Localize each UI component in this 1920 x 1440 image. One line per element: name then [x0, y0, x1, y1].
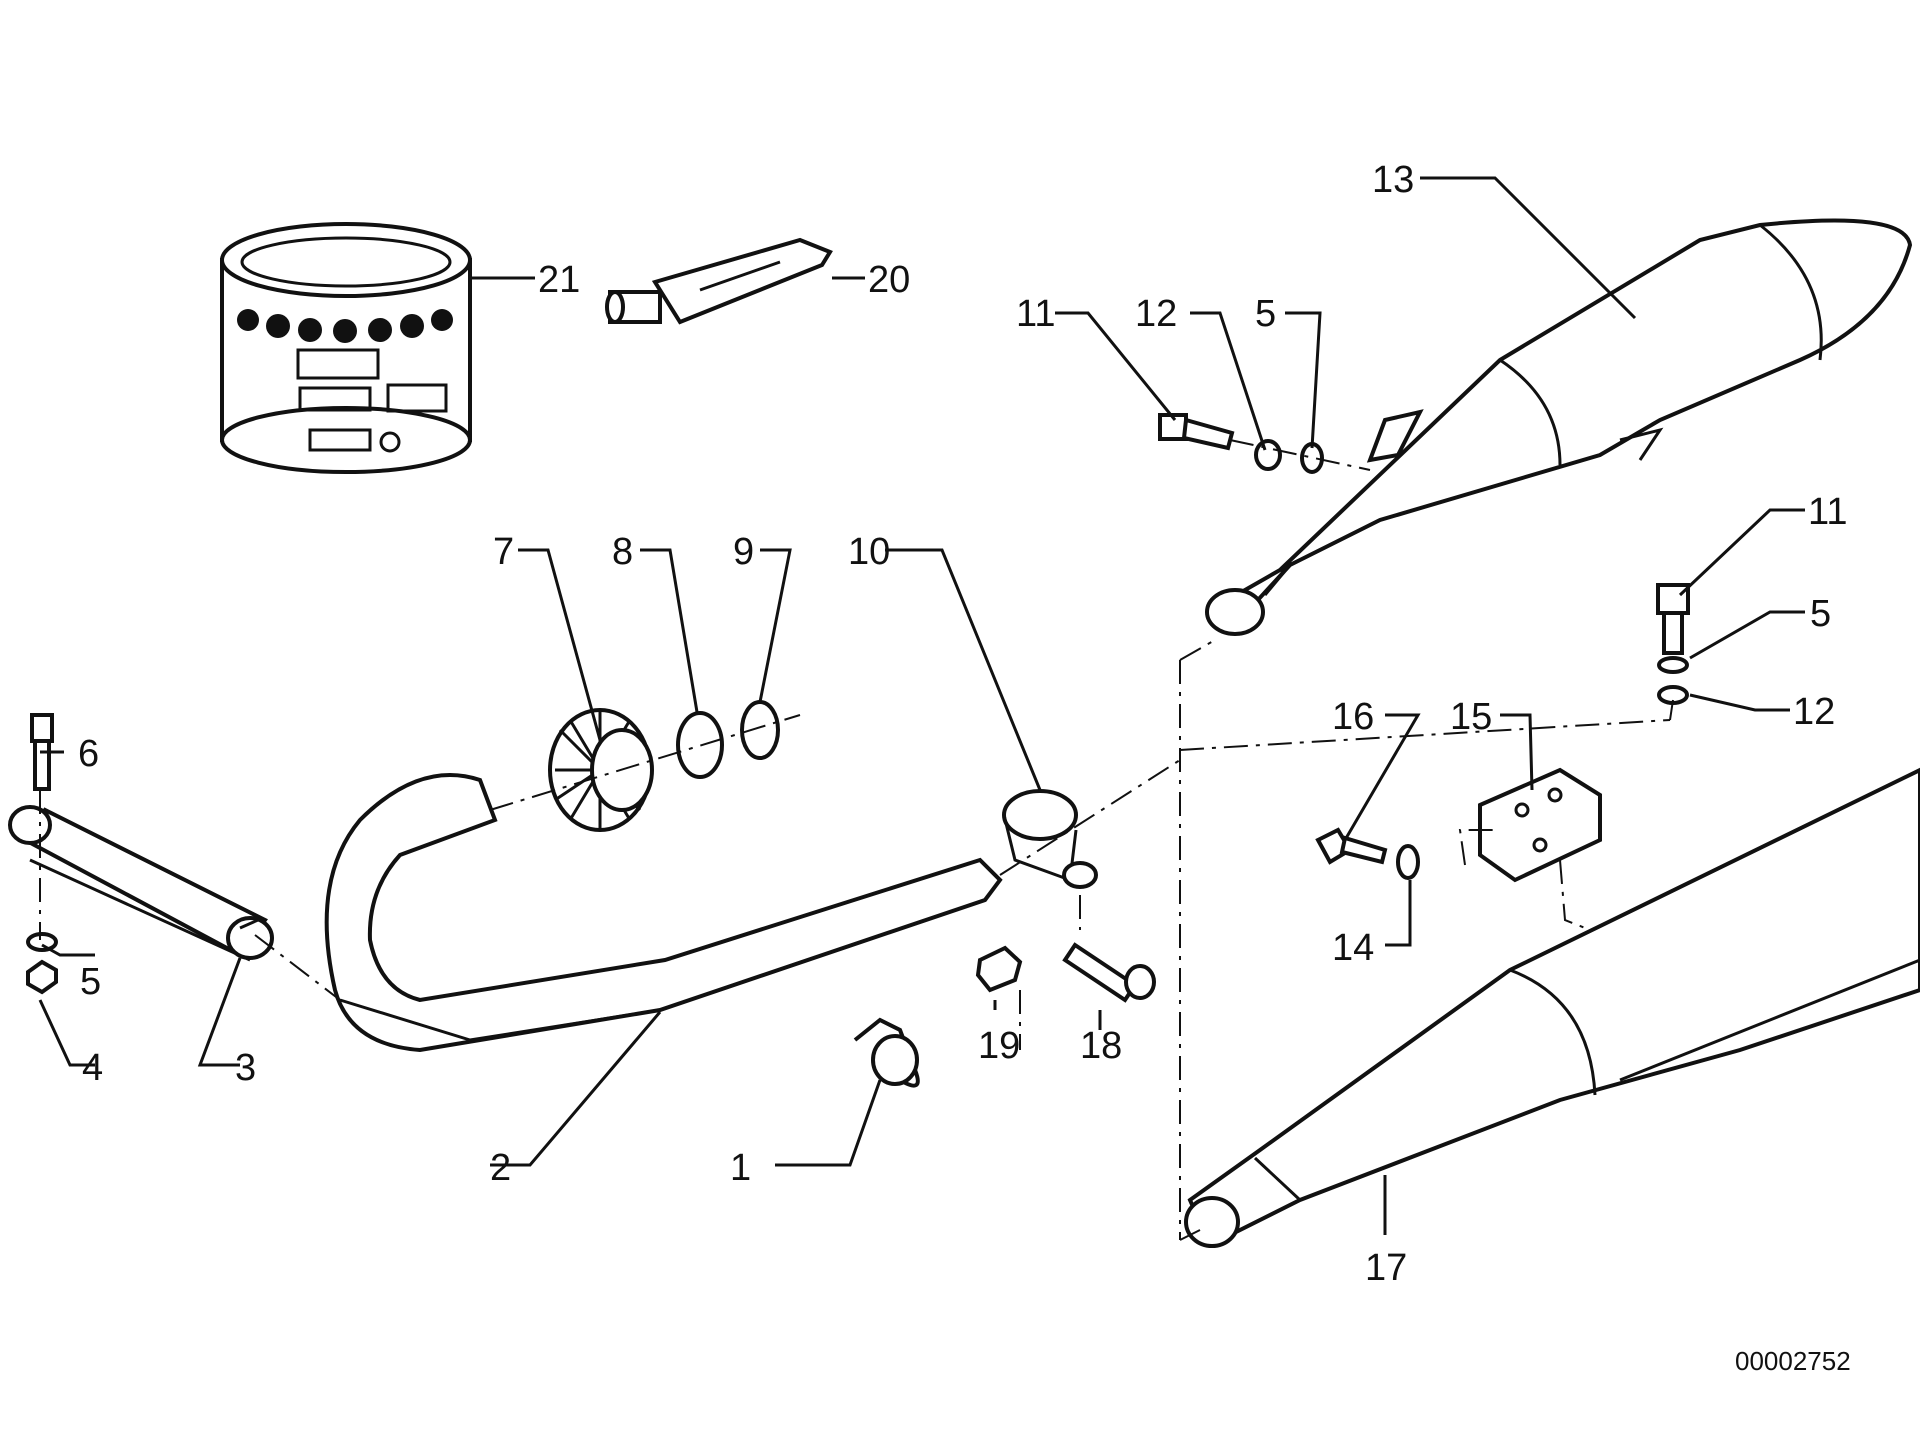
part-5-washer-right [1657, 656, 1689, 674]
callout-16: 16 [1332, 696, 1374, 738]
part-19-nut [975, 945, 1023, 993]
part-12-washer-upper [1254, 439, 1282, 471]
callout-21: 21 [538, 259, 580, 301]
part-14-washer [1396, 844, 1420, 880]
part-4-nut-left [26, 959, 58, 995]
callout-10: 10 [848, 531, 890, 573]
leader-lines [38, 176, 1805, 1235]
callout-5-right: 5 [1810, 593, 1831, 635]
part-20-paste-tube [605, 237, 833, 325]
assembly-axes [39, 439, 1674, 1241]
callout-6: 6 [78, 733, 99, 775]
callout-7: 7 [493, 531, 514, 573]
part-7-cooling-fin-ring [548, 708, 654, 832]
part-18-screw [1062, 942, 1156, 1003]
callout-11-upper: 11 [1016, 293, 1055, 335]
callout-12-upper: 12 [1135, 293, 1177, 335]
part-3-balance-tube [8, 805, 274, 962]
part-8-gasket-ring [676, 711, 724, 779]
callout-labels: 21 20 13 11 12 5 11 5 12 16 15 14 17 18 … [78, 159, 1851, 1376]
part-17-left-muffler [1184, 767, 1920, 1248]
callout-1: 1 [730, 1147, 751, 1189]
reference-code: 00002752 [1735, 1346, 1851, 1376]
part-21-sealing-compound-can [220, 222, 472, 474]
part-16-bolt [1315, 827, 1388, 865]
callout-3: 3 [235, 1047, 256, 1089]
callout-12-right: 12 [1793, 691, 1835, 733]
callout-9: 9 [733, 531, 754, 573]
callout-17: 17 [1365, 1247, 1407, 1289]
part-13-right-muffler [1205, 218, 1913, 636]
callout-5-left: 5 [80, 961, 101, 1003]
callout-15: 15 [1450, 696, 1492, 738]
part-1-pipe-clip [853, 1017, 920, 1088]
callout-2: 2 [490, 1147, 511, 1189]
part-10-clamp [1002, 789, 1098, 889]
callout-5-upper: 5 [1255, 293, 1276, 335]
part-11-bolt-right [1656, 583, 1690, 655]
callout-20: 20 [868, 259, 910, 301]
part-15-mounting-bracket [1478, 767, 1602, 883]
part-9-gasket-ring [740, 700, 780, 760]
callout-14: 14 [1332, 927, 1374, 969]
callout-18: 18 [1080, 1025, 1122, 1067]
callout-11-right: 11 [1808, 491, 1847, 533]
part-11-bolt-upper [1158, 413, 1235, 451]
part-5-washer-left [26, 932, 58, 952]
callout-19: 19 [978, 1025, 1020, 1067]
part-2-exhaust-pipe [324, 773, 1003, 1053]
part-5-washer-upper [1300, 442, 1324, 474]
callout-8: 8 [612, 531, 633, 573]
callout-4: 4 [82, 1047, 103, 1089]
callout-13: 13 [1372, 159, 1414, 201]
